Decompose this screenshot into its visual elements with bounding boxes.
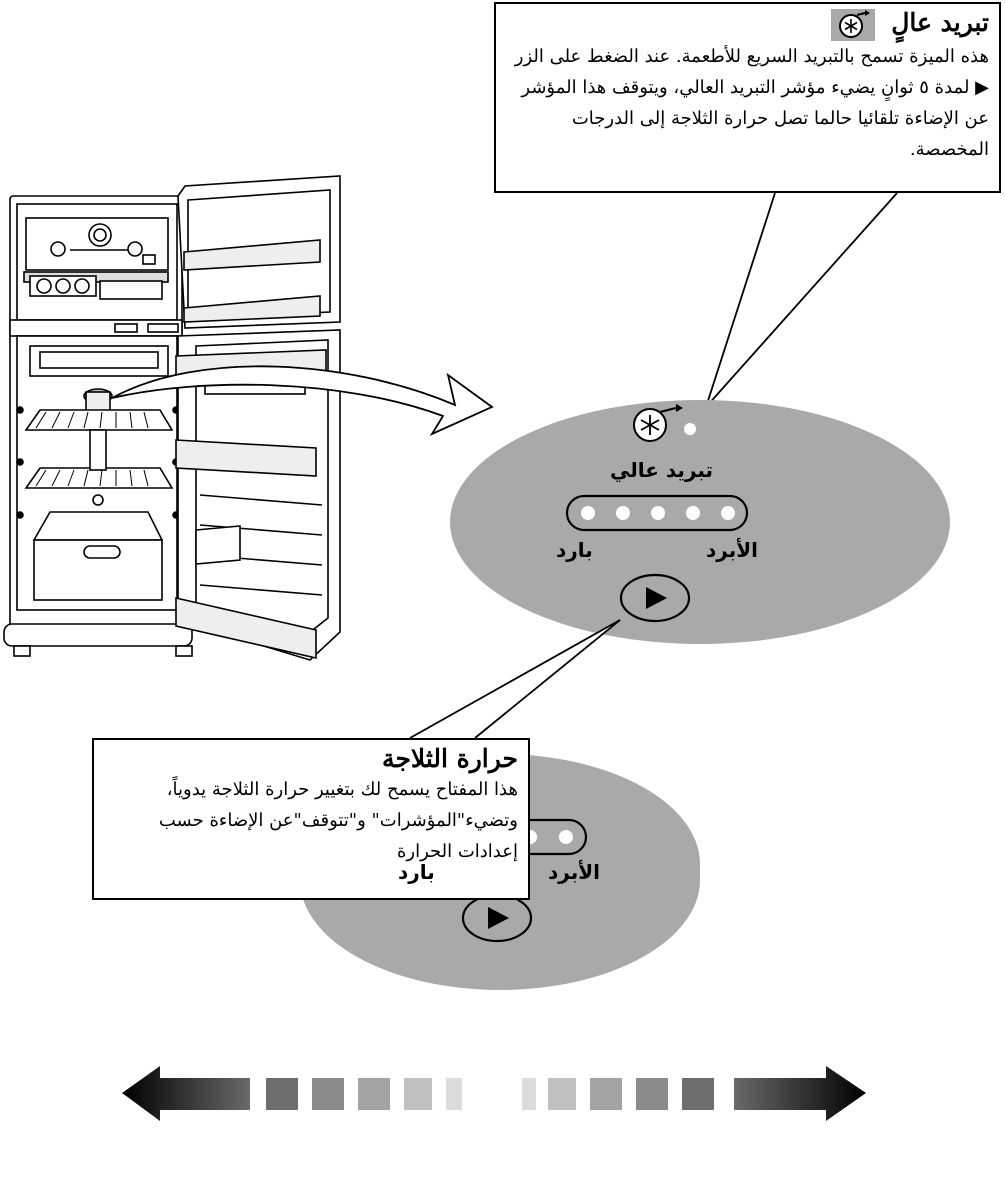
curved-pointer-arrow: [111, 365, 494, 437]
fridge-temperature-description: هذا المفتاح يسمح لك بتغيير حرارة الثلاجة…: [158, 779, 518, 862]
coldest-label: الأبرد: [706, 538, 758, 562]
small-cold-label: بارد: [398, 860, 435, 884]
super-cool-label: تبريد عالي: [610, 458, 714, 482]
small-coldest-label: الأبرد: [548, 860, 600, 884]
cold-label: بارد: [556, 538, 593, 562]
temperature-scale-arrow: [122, 1066, 866, 1121]
fridge-temperature-callout: حرارة الثلاجة هذا المفتاح يسمح لك بتغيير…: [92, 738, 530, 900]
super-cool-icon: [830, 8, 875, 41]
super-cool-title: تبريد عالٍ: [506, 8, 989, 41]
control-panel-main: [450, 400, 950, 644]
super-cool-callout: تبريد عالٍ هذه الميزة تسمح بالتبريد السر…: [494, 2, 1001, 193]
super-cool-description: هذه الميزة تسمح بالتبريد السريع للأطعمة.…: [514, 45, 989, 160]
refrigerator-illustration: [3, 175, 341, 661]
bottom-callout-pointer: [409, 619, 621, 739]
fridge-temperature-title: حرارة الثلاجة: [382, 744, 518, 773]
top-callout-pointer: [705, 192, 898, 408]
temperature-button-small[interactable]: [463, 895, 531, 941]
temperature-button[interactable]: [621, 575, 689, 621]
